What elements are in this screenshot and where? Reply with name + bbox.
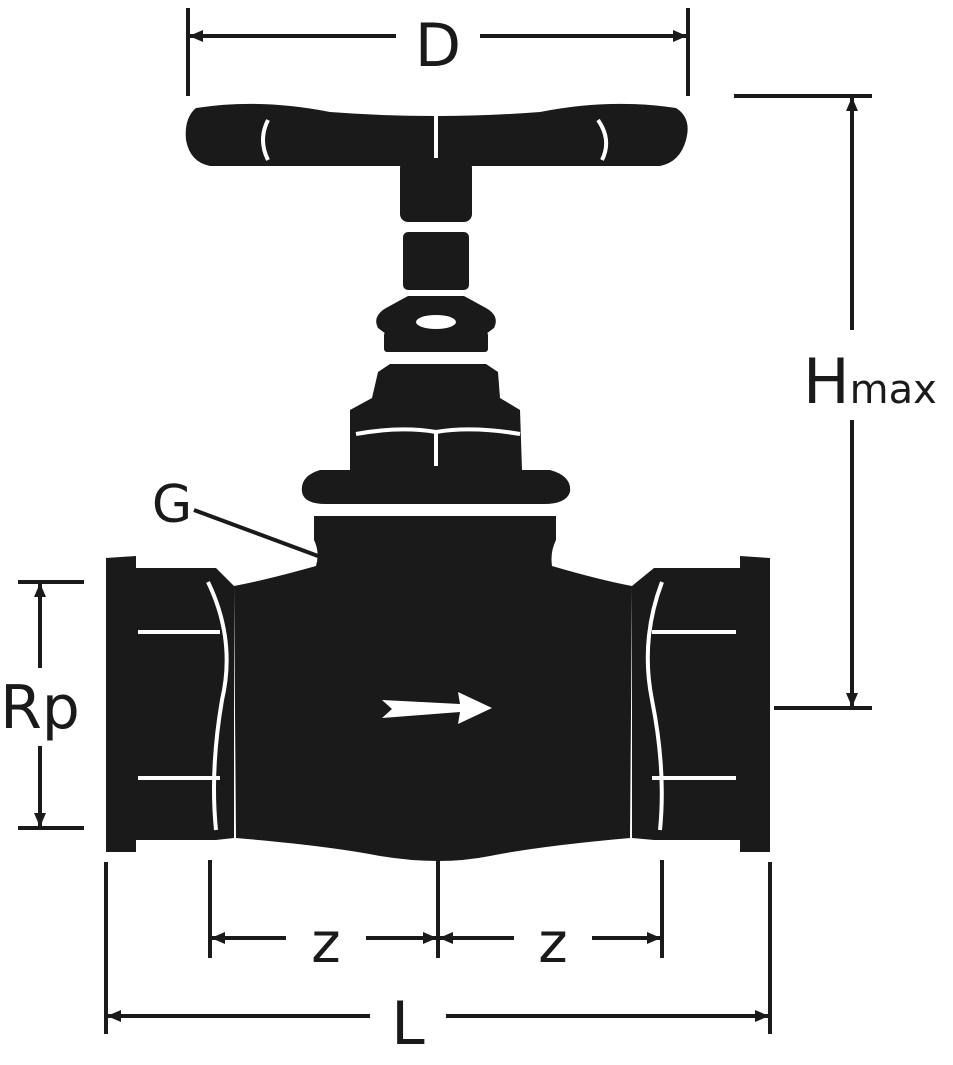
label-z-right: z (538, 911, 567, 976)
valve-drawing (106, 103, 770, 861)
bonnet (301, 364, 571, 504)
label-h: H (803, 345, 850, 418)
dimension-labels: D Hmax G Rp z z L (0, 11, 937, 1059)
gland-nut (376, 296, 496, 352)
arrow-right-icon (382, 692, 492, 724)
label-h-sub: max (850, 367, 937, 413)
label-rp: Rp (0, 673, 80, 743)
spindle-block (403, 232, 469, 290)
label-g: G (152, 475, 192, 535)
valve-body (106, 516, 770, 861)
handwheel (185, 103, 688, 222)
label-hmax: Hmax (803, 345, 937, 418)
label-z-left: z (311, 911, 340, 976)
dim-g-leader (193, 508, 319, 558)
label-d: D (415, 11, 461, 81)
label-l: L (391, 989, 425, 1059)
dimensions (18, 8, 872, 1034)
